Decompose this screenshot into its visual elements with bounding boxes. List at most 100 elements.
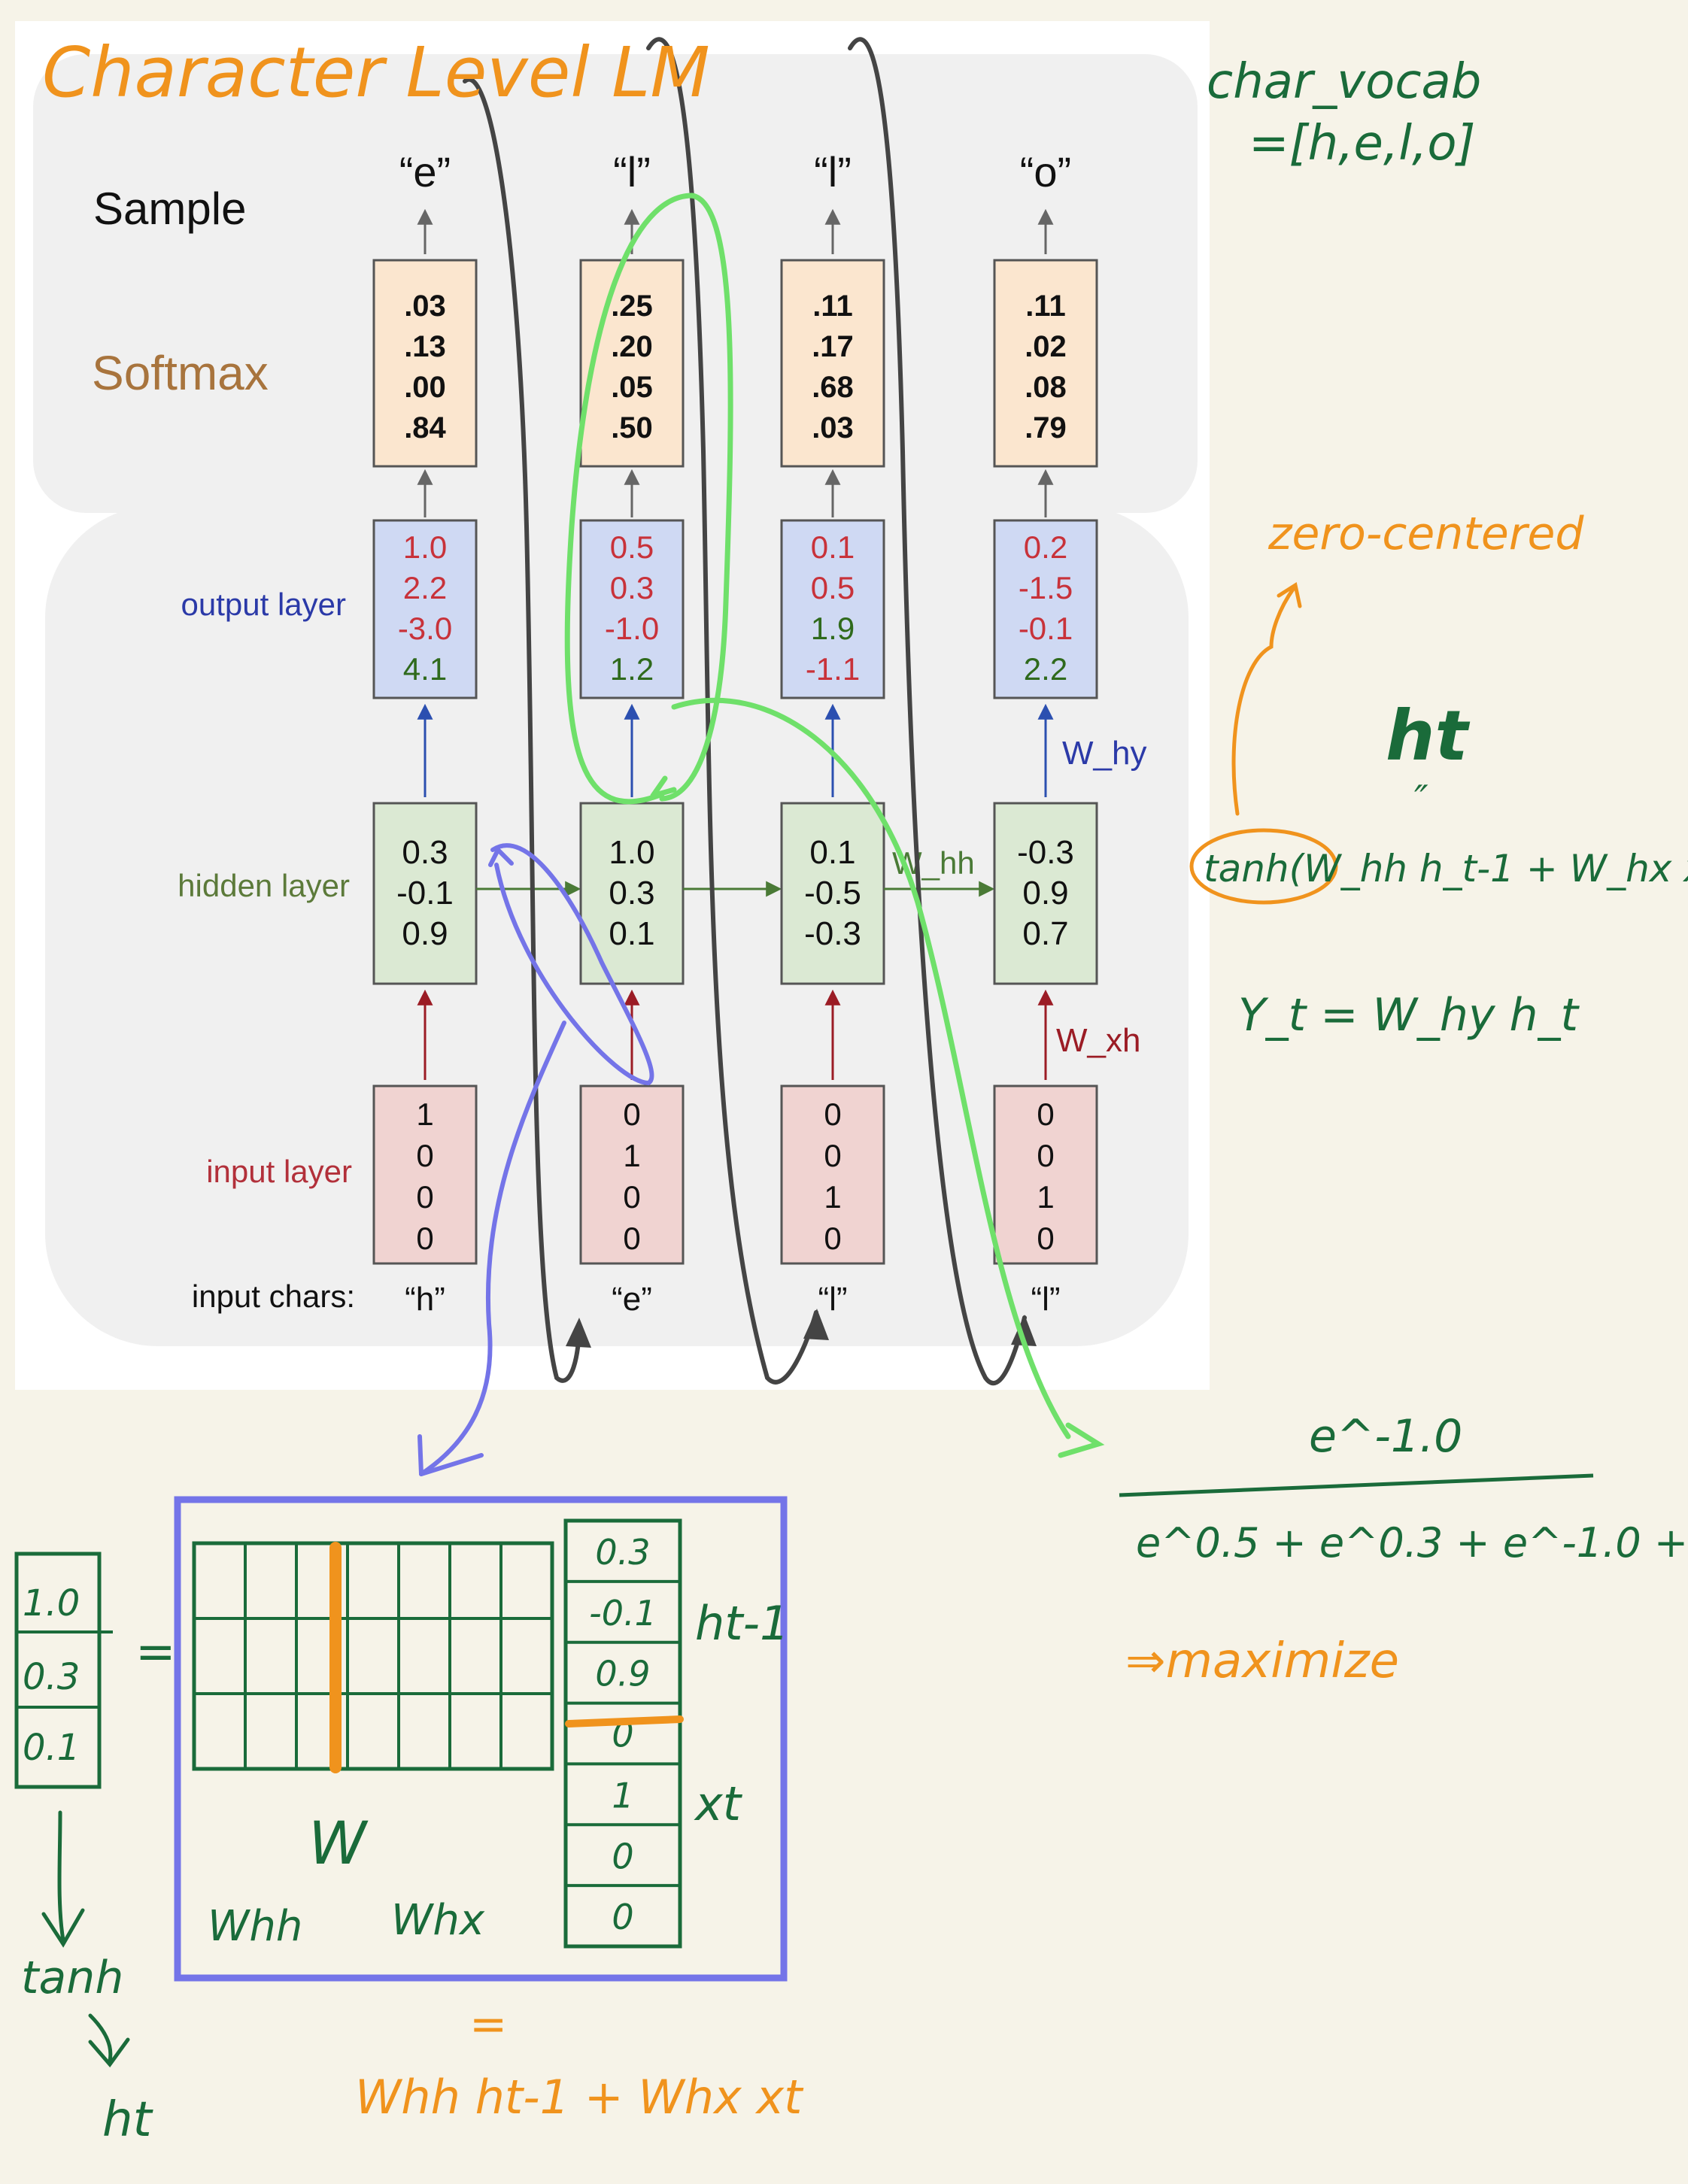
output-value: 4.1	[403, 651, 447, 687]
matrix-note: 1.0 0.3 0.1 = tanh ht W Whh Whx 0.3-0.10…	[14, 1496, 804, 2148]
softmax-label: Softmax	[92, 346, 269, 400]
output-box	[579, 519, 685, 699]
matrix-label: W	[308, 1810, 369, 1878]
hidden-value: -0.3	[804, 915, 861, 952]
stacked-vector-value: 1	[612, 1775, 633, 1815]
softmax-value: .20	[611, 330, 653, 363]
whh-label-matrix: Whh	[208, 1902, 302, 1951]
output-value: 0.5	[610, 529, 654, 565]
down-arrow-ht	[88, 2013, 130, 2068]
stacked-vector-box	[563, 1518, 682, 1949]
softmax-value: .50	[611, 411, 653, 444]
output-value: -3.0	[398, 611, 452, 646]
weight-matrix-grid	[192, 1541, 554, 1771]
softmax-value: .05	[611, 371, 653, 404]
sample-label: Sample	[93, 184, 246, 234]
network-column: “e”.03.13.00.841.02.2-3.04.10.3-0.10.910…	[372, 148, 581, 1318]
hidden-box	[993, 802, 1098, 985]
sample-char: “o”	[1020, 148, 1071, 196]
softmax-box	[780, 259, 885, 468]
input-value: 1	[623, 1138, 640, 1173]
output-value: -1.5	[1019, 570, 1073, 605]
network-column: “o”.11.02.08.790.2-1.5-0.12.2-0.30.90.70…	[993, 148, 1098, 1318]
input-value: 0	[416, 1221, 433, 1256]
ht-ditto-mark: ″	[1414, 778, 1428, 821]
stacked-vector-value: -0.1	[589, 1593, 657, 1633]
result-vector-value-2: 0.3	[23, 1656, 80, 1698]
stacked-vector-value: 0	[612, 1836, 633, 1876]
output-value: 1.2	[610, 651, 654, 687]
input-value: 0	[623, 1097, 640, 1132]
softmax-value: .11	[812, 290, 852, 323]
input-value: 1	[1037, 1179, 1054, 1215]
output-value: -1.1	[806, 651, 860, 687]
ht-label: ht	[102, 2092, 154, 2148]
xt-label: xt	[694, 1776, 743, 1831]
row-labels: Sample Softmax output layer hidden layer…	[92, 184, 355, 1314]
hidden-value: 1.0	[609, 834, 654, 871]
feedback-arrowhead-1	[566, 1318, 591, 1348]
hidden-value: -0.1	[396, 875, 454, 912]
softmax-box	[372, 259, 478, 468]
softmax-numerator: e^-1.0	[1309, 1410, 1462, 1463]
softmax-value: .25	[611, 290, 653, 323]
output-value: 1.9	[811, 611, 855, 646]
output-value: 0.5	[811, 570, 855, 605]
hidden-value: 0.1	[809, 834, 855, 871]
hidden-value: 0.9	[402, 915, 448, 952]
wxh-label: W_xh	[1056, 1022, 1140, 1059]
sample-char: “l”	[613, 148, 651, 196]
input-value: 1	[824, 1179, 841, 1215]
output-layer-label: output layer	[181, 587, 346, 622]
stacked-vector-value: 0.9	[595, 1654, 650, 1694]
maximize-note: ⇒maximize	[1125, 1633, 1399, 1689]
input-box	[780, 1084, 885, 1265]
softmax-value: .08	[1025, 371, 1067, 404]
hidden-value: -0.5	[804, 875, 861, 912]
feedback-arrowhead-2	[803, 1309, 829, 1340]
purple-arrowhead	[417, 1434, 484, 1476]
sum-expression: Whh ht-1 + Whx xt	[355, 2070, 804, 2125]
input-char: “l”	[818, 1281, 847, 1318]
equals-sign: =	[135, 1624, 176, 1680]
output-value: 2.2	[1024, 651, 1067, 687]
feedback-loop-3	[848, 37, 1027, 1386]
ditto-sign: =	[469, 1998, 507, 2051]
lime-arrowhead-bottom	[1058, 1422, 1105, 1458]
output-value: 0.3	[610, 570, 654, 605]
input-box	[579, 1084, 685, 1265]
ht-equation: tanh(W_hh h_t-1 + W_hx x_t)	[1204, 847, 1688, 890]
ht1-label: ht-1	[695, 1596, 789, 1651]
feedback-loop-2	[646, 37, 818, 1385]
output-box	[372, 519, 478, 699]
network-column: “l”.11.17.68.030.10.51.9-1.10.1-0.5-0.30…	[780, 148, 995, 1318]
feedback-arrowhead-3	[1011, 1315, 1037, 1346]
tanh-circle	[1189, 828, 1338, 905]
zero-centered-note: zero-centered	[1268, 508, 1584, 560]
purple-loop	[490, 843, 654, 1086]
input-value: 0	[1037, 1138, 1054, 1173]
output-value: -1.0	[605, 611, 659, 646]
whx-label-matrix: Whx	[391, 1896, 485, 1945]
input-value: 0	[824, 1097, 841, 1132]
output-box	[993, 519, 1098, 699]
result-vector-value-1: 1.0	[23, 1582, 80, 1624]
input-char: “e”	[612, 1281, 652, 1318]
output-value: 2.2	[403, 570, 447, 605]
input-value: 0	[1037, 1097, 1054, 1132]
softmax-value: .02	[1025, 330, 1067, 363]
output-value: -0.1	[1019, 611, 1073, 646]
output-value: 0.1	[811, 529, 855, 565]
feedback-loop-1	[463, 77, 581, 1383]
input-value: 0	[623, 1221, 640, 1256]
lime-loop	[564, 193, 733, 805]
input-value: 0	[416, 1179, 433, 1215]
purple-pointer	[419, 1021, 566, 1476]
input-value: 0	[623, 1179, 640, 1215]
right-notes: char_vocab =[h,e,l,o] zero-centered ht ″…	[1119, 54, 1688, 1689]
output-box	[780, 519, 885, 699]
softmax-value: .68	[812, 371, 854, 404]
input-value: 1	[416, 1097, 433, 1132]
